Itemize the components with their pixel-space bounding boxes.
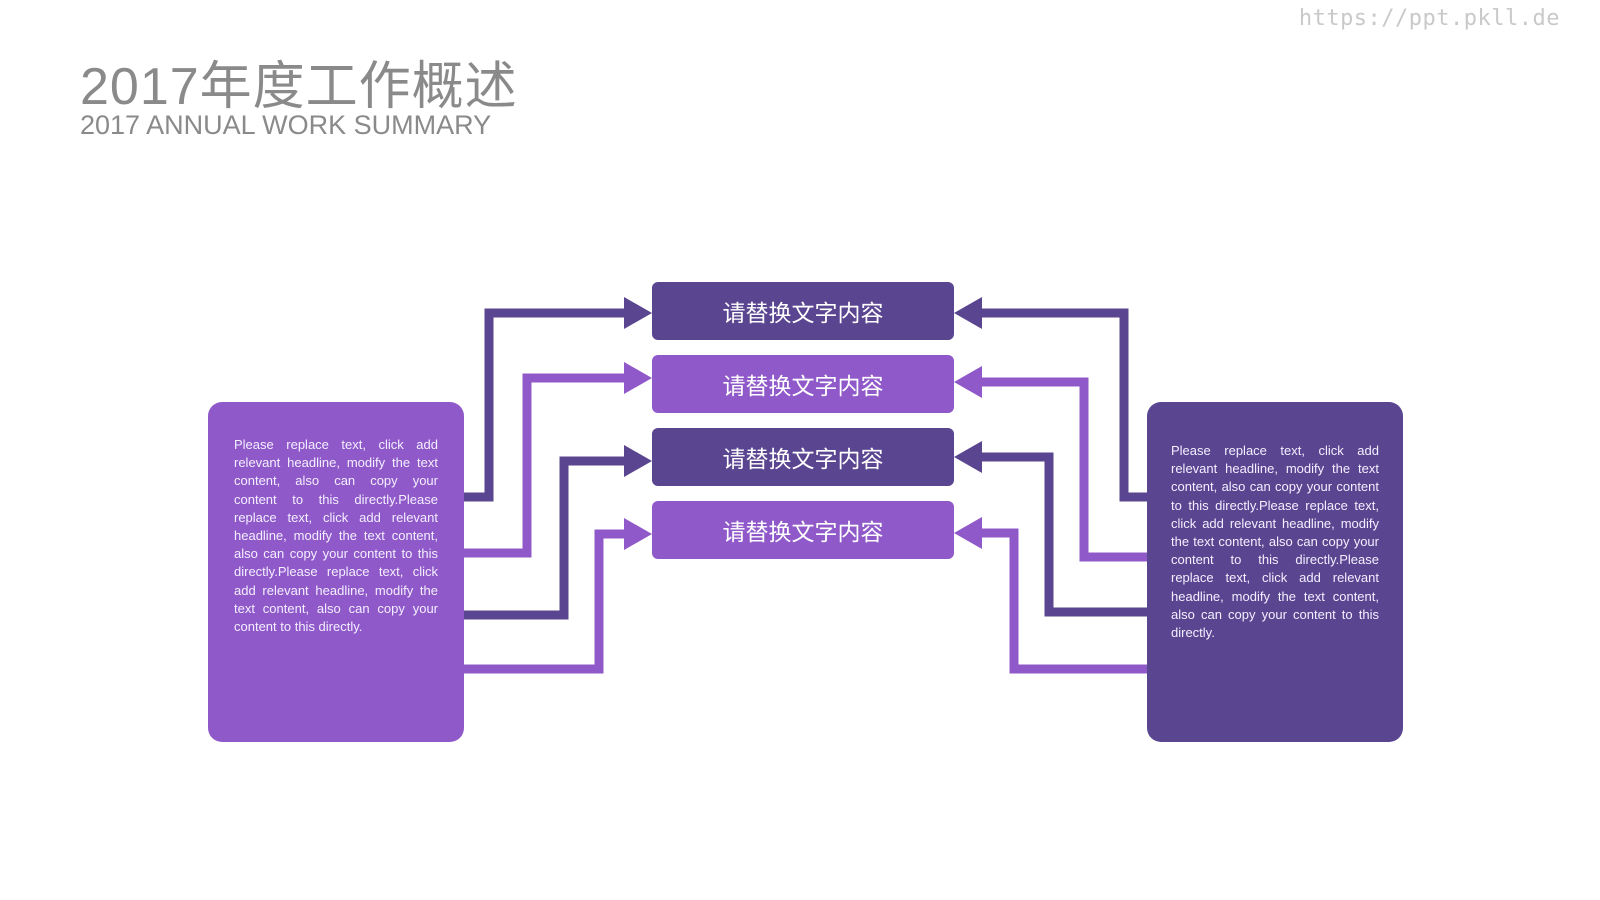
center-label-text-1: 请替换文字内容 [722, 301, 884, 327]
center-label-text-4: 请替换文字内容 [722, 520, 884, 546]
right-connector-4 [976, 528, 1147, 674]
left-connector-1 [464, 308, 628, 502]
right-connector-2 [976, 377, 1147, 562]
page-subtitle: 2017 ANNUAL WORK SUMMARY [80, 110, 492, 140]
left-connector-4 [464, 529, 628, 674]
right-text-panel: Please replace text, click add relevant … [1147, 402, 1403, 742]
left-arrowhead-1 [624, 297, 652, 329]
right-connector-1 [976, 308, 1147, 502]
right-panel-text: Please replace text, click add relevant … [1171, 443, 1379, 641]
right-arrowhead-2 [954, 366, 982, 398]
center-label-box-1: 请替换文字内容 [652, 282, 954, 340]
page-title: 2017年度工作概述 [80, 58, 518, 116]
left-panel-text: Please replace text, click add relevant … [234, 437, 438, 635]
right-arrowhead-4 [954, 517, 982, 549]
left-arrowhead-3 [624, 445, 652, 477]
center-label-text-2: 请替换文字内容 [722, 374, 884, 400]
watermark-url: https://ppt.pkll.de [1298, 6, 1560, 31]
left-connector-2 [464, 373, 628, 558]
center-label-box-2: 请替换文字内容 [652, 355, 954, 413]
center-label-box-3: 请替换文字内容 [652, 428, 954, 486]
right-arrowhead-3 [954, 441, 982, 473]
left-arrowhead-2 [624, 362, 652, 394]
left-text-panel: Please replace text, click add relevant … [208, 402, 464, 742]
center-label-box-4: 请替换文字内容 [652, 501, 954, 559]
left-arrowhead-4 [624, 518, 652, 550]
left-connector-3 [464, 456, 628, 620]
right-connector-3 [976, 452, 1147, 617]
right-arrowhead-1 [954, 297, 982, 329]
center-label-text-3: 请替换文字内容 [722, 447, 884, 473]
